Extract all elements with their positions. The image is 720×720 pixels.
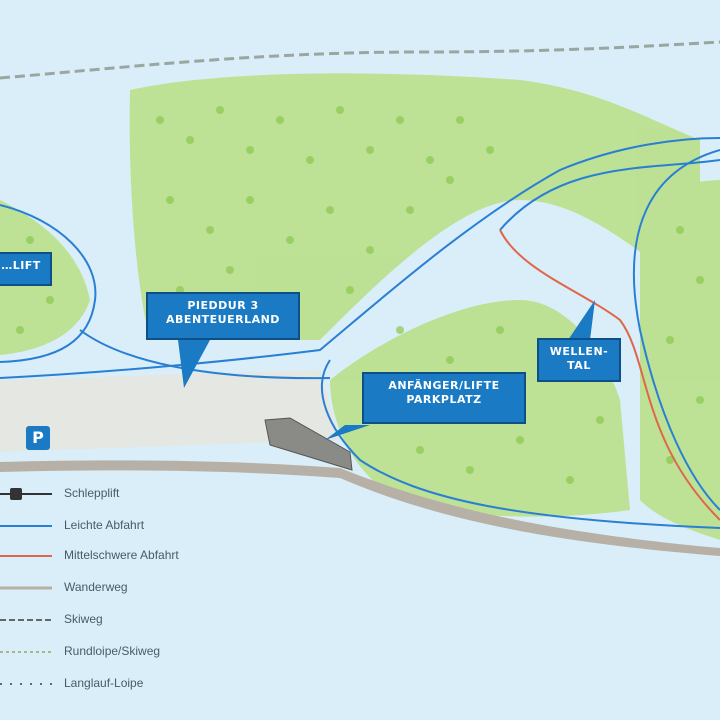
parking-icon: P: [26, 426, 50, 450]
callout-left-lift-line-1: …LIFT: [1, 259, 41, 272]
legend-label-cross-country-dotted: Langlauf-Loipe: [64, 676, 144, 690]
forest-main: [129, 73, 700, 340]
legend-label-intermediate-run: Mittelschwere Abfahrt: [64, 548, 179, 562]
callout-river-line-2: PARKPLATZ: [406, 393, 482, 406]
easy-runs: [0, 137, 720, 529]
legend-label-walking-path: Wanderweg: [64, 580, 128, 594]
callout-center-line-2: ABENTEUERLAND: [166, 313, 280, 326]
callout-right-line-2: TAL: [567, 359, 591, 372]
legend-label-ski-path: Skiweg: [64, 612, 103, 626]
callout-river-line-1: ANFÄNGER/LIFTE: [388, 379, 500, 392]
callout-center: PIEDDUR 3 ABENTEUERLAND: [146, 292, 300, 340]
legend-label-easy-run: Leichte Abfahrt: [64, 518, 145, 532]
callout-left-lift: …LIFT: [0, 252, 52, 286]
base-area: [0, 370, 340, 452]
top-lift-line: [0, 40, 720, 80]
legend-label-cross-country: Rundloipe/Skiweg: [64, 644, 161, 658]
legend-label-tow-lift: Schlepplift: [64, 486, 120, 500]
callout-center-line-1: PIEDDUR 3: [187, 299, 259, 312]
callout-river: ANFÄNGER/LIFTE PARKPLATZ: [362, 372, 526, 424]
building: [264, 417, 353, 471]
forest-right: [640, 180, 720, 540]
valley-path: [0, 460, 720, 556]
callout-right: WELLEN- TAL: [537, 338, 621, 382]
legend-symbols: [0, 488, 52, 685]
tree-texture: [16, 106, 704, 484]
intermediate-run: [499, 229, 720, 521]
callout-pointers: [178, 300, 595, 440]
callout-right-line-1: WELLEN-: [549, 345, 609, 358]
